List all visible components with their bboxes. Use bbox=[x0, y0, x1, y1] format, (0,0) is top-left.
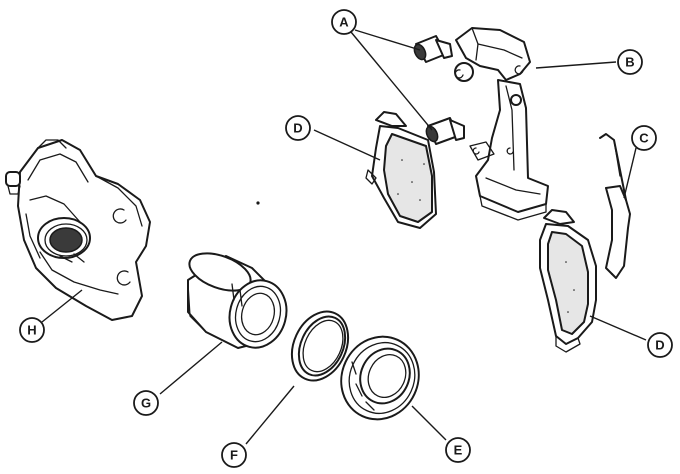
callout-f: F bbox=[221, 442, 247, 468]
dust-boot bbox=[340, 335, 420, 421]
callout-h-label: H bbox=[27, 323, 36, 338]
caliper-housing bbox=[5, 139, 151, 321]
callout-a-label: A bbox=[339, 15, 349, 30]
guide-pin-lower bbox=[425, 117, 465, 145]
callout-b-label: B bbox=[625, 55, 634, 70]
callout-e-label: E bbox=[454, 443, 463, 458]
callout-d-lower-label: D bbox=[655, 338, 664, 353]
leader-lines bbox=[41, 29, 647, 445]
anti-rattle-clip bbox=[599, 133, 631, 279]
brake-pad-outer bbox=[539, 209, 597, 353]
callout-d-upper: D bbox=[285, 115, 311, 141]
anchor-bracket bbox=[455, 27, 549, 221]
brake-pad-inner bbox=[365, 111, 437, 229]
callout-b: B bbox=[617, 49, 643, 75]
piston bbox=[187, 252, 288, 349]
callout-h: H bbox=[19, 317, 45, 343]
stray-dot bbox=[256, 201, 260, 205]
callout-c: C bbox=[631, 125, 657, 151]
callout-g: G bbox=[133, 390, 159, 416]
seal-ring bbox=[290, 310, 350, 382]
callout-e: E bbox=[445, 437, 471, 463]
callout-g-label: G bbox=[141, 396, 151, 411]
callout-a: A bbox=[331, 9, 357, 35]
callout-f-label: F bbox=[230, 448, 238, 463]
callout-d-lower: D bbox=[647, 332, 673, 358]
callout-d-upper-label: D bbox=[293, 121, 302, 136]
guide-pin-upper bbox=[413, 35, 474, 82]
callout-c-label: C bbox=[639, 131, 649, 146]
